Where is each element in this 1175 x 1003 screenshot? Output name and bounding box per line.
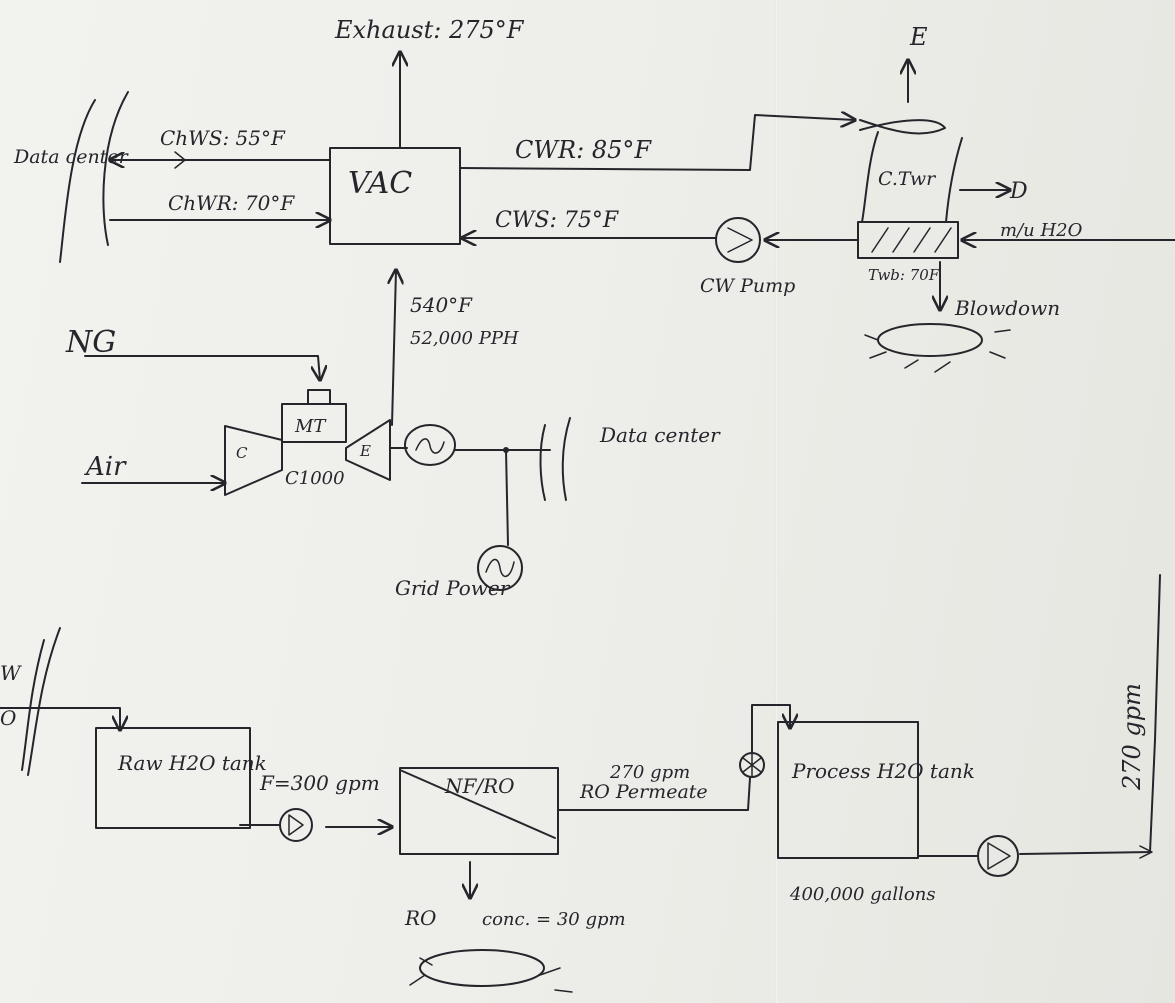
ro-conc-label: RO (404, 906, 436, 930)
o-cut-label: O (0, 706, 16, 730)
generator-sine (416, 439, 444, 453)
raw-tank-box (96, 728, 250, 828)
permeate-flow-label: 270 gpm (609, 762, 690, 783)
microturbine-label: MT (294, 416, 327, 437)
air-label: Air (84, 452, 127, 482)
grid-power-label: Grid Power (395, 576, 511, 600)
mt-exhaust-temp: 540°F (410, 293, 473, 317)
grid-sine (486, 559, 514, 576)
twb-label: Twb: 70F (868, 266, 940, 284)
chws-label: ChWS: 55°F (160, 126, 286, 150)
vac-label: VAC (348, 166, 412, 201)
mt-exhaust-flow: 52,000 PPH (410, 328, 519, 349)
conc-label: conc. = 30 gpm (482, 909, 626, 930)
raw-break-1 (28, 628, 60, 775)
compressor-icon (225, 426, 282, 495)
process-tank-box (778, 722, 918, 858)
out-flow-label: 270 gpm (1118, 683, 1146, 791)
dc-break-1 (60, 100, 95, 262)
ng-label: NG (65, 325, 116, 360)
exhaust-label: Exhaust: 275°F (334, 16, 525, 44)
cwr-label: CWR: 85°F (515, 136, 652, 164)
dc-break-2 (103, 92, 128, 245)
permeate-pump-mark (743, 753, 761, 777)
feed-label: F=300 gpm (259, 771, 380, 795)
expander-label: E (359, 442, 371, 460)
tower-e-label: E (909, 23, 928, 51)
raw-tank-label: Raw H2O tank (117, 751, 267, 775)
process-volume-label: 400,000 gallons (789, 884, 936, 905)
blowdown-label: Blowdown (954, 296, 1060, 320)
conc-puddle (420, 950, 544, 986)
drift-label: D (1009, 179, 1028, 204)
model-label: C1000 (285, 468, 345, 489)
makeup-label: m/u H2O (1000, 220, 1083, 241)
permeate-to-tank-line (752, 705, 790, 752)
nfro-label: NF/RO (444, 774, 515, 798)
data-center-mid-label: Data center (599, 423, 721, 447)
cooling-tower-label: C.Twr (878, 168, 937, 190)
process-tank-label: Process H2O tank (791, 759, 975, 783)
tower-fill-hatch (872, 228, 951, 252)
permeate-label: RO Permeate (579, 781, 708, 803)
raw-inlet-line (0, 708, 120, 730)
grid-tie-line (506, 450, 508, 545)
w-cut-label: W (0, 661, 22, 685)
tower-fan (860, 120, 945, 133)
mt-exhaust-arrow (392, 270, 396, 425)
puddle-splash (865, 330, 1010, 372)
cw-pump-icon (716, 218, 760, 262)
cw-pump-label: CW Pump (700, 275, 795, 297)
dc-mid-break-1 (540, 425, 545, 500)
compressor-label: C (236, 444, 248, 462)
conc-splash (410, 958, 572, 992)
cw-pump-triangle (728, 228, 752, 252)
tower-right-wall (946, 138, 962, 222)
chwr-label: ChWR: 70°F (168, 191, 295, 215)
fuel-valve (308, 390, 330, 404)
product-pump-icon (978, 836, 1018, 876)
feed-pump-triangle (289, 815, 303, 835)
data-center-top-label: Data center (13, 146, 130, 168)
ng-line (85, 356, 320, 380)
blowdown-puddle (878, 324, 982, 356)
cws-label: CWS: 75°F (495, 208, 619, 233)
product-pump-triangle (988, 843, 1010, 869)
tower-left-wall (862, 132, 878, 222)
feed-pump-icon (280, 809, 312, 841)
dc-mid-break-2 (563, 418, 570, 500)
